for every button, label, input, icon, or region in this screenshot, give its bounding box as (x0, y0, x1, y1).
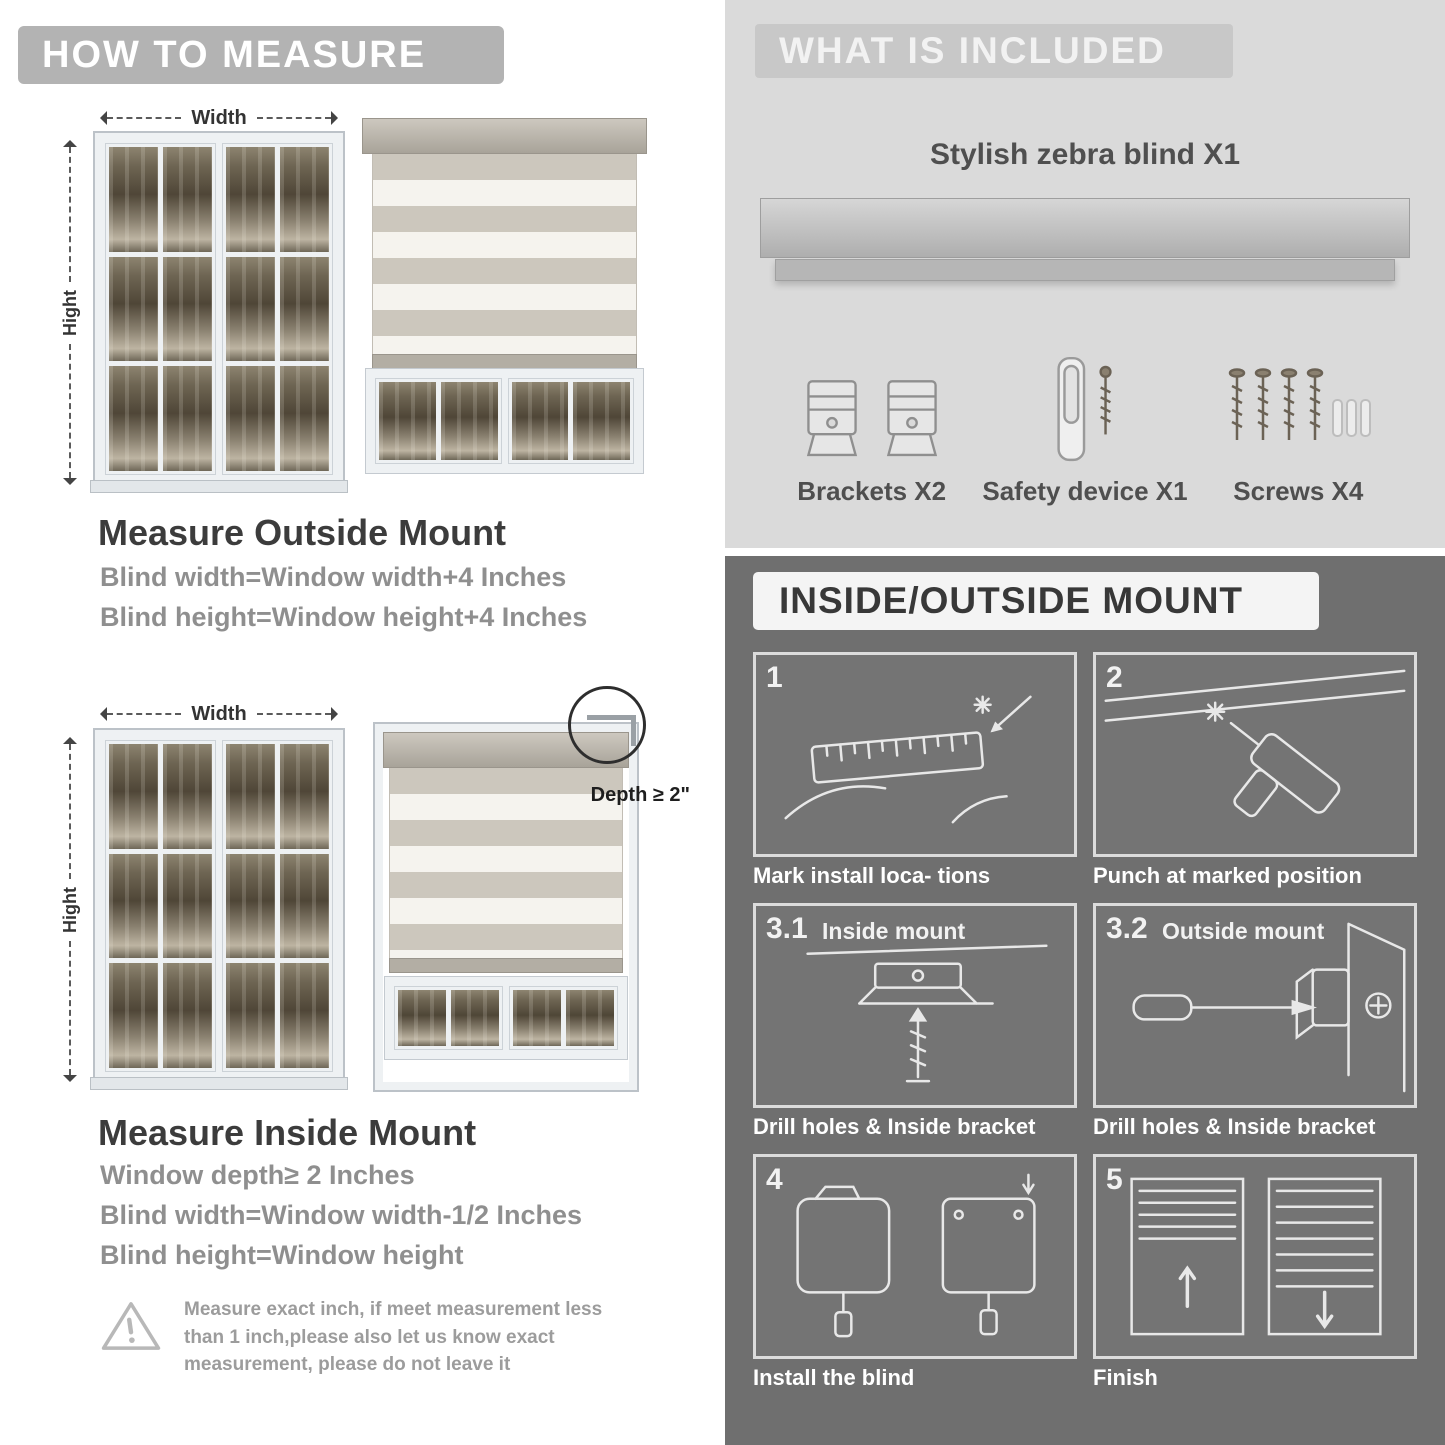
blind-bottom-rail (389, 958, 623, 973)
width-arrow: Width (100, 106, 339, 130)
step-number: 5 (1106, 1163, 1123, 1196)
depth-label: Depth ≥ 2" (590, 784, 690, 806)
mount-step-4: 4 (753, 1154, 1077, 1395)
safety-device-icon (1057, 356, 1112, 462)
arrow-down-icon (63, 478, 77, 486)
included-item-brackets: Brackets X2 (765, 316, 978, 507)
inside-spec-width: Blind width=Window width-1/2 Inches (100, 1200, 583, 1230)
inside-mount-title: Measure Inside Mount (98, 1112, 477, 1153)
outside-spec-height: Blind height=Window height+4 Inches (100, 602, 588, 632)
step-number: 3.2 (1106, 912, 1148, 945)
mount-steps-grid: 1 (753, 652, 1417, 1395)
what-is-included-section: WHAT IS INCLUDED Stylish zebra blind X1 (725, 0, 1445, 548)
blind-headrail-illustration (760, 198, 1410, 258)
arrow-left-icon (100, 707, 107, 721)
step-panel: 5 (1093, 1154, 1417, 1359)
how-to-measure-section: HOW TO MEASURE Width Hight (0, 0, 700, 1445)
arrow-right-icon (331, 111, 339, 125)
mount-header: INSIDE/OUTSIDE MOUNT (753, 572, 1319, 630)
step-panel: 2 (1093, 652, 1417, 857)
step-panel: 1 (753, 652, 1077, 857)
product-name: Stylish zebra blind X1 (929, 138, 1241, 171)
inside-spec-depth: Window depth≥ 2 Inches (100, 1160, 415, 1190)
arrow-up-icon (63, 140, 77, 147)
measure-note-text: Measure exact inch, if meet measurement … (184, 1299, 603, 1376)
step-number: 2 (1106, 661, 1123, 694)
bracket-icon (806, 380, 857, 457)
bracket-icon (886, 380, 937, 457)
window-panes (105, 740, 333, 1072)
outside-mount-title: Measure Outside Mount (98, 512, 507, 553)
step-caption: Drill holes & Inside bracket (753, 1114, 1036, 1139)
depth-callout-circle (568, 686, 646, 764)
warning-triangle-icon (101, 1302, 161, 1350)
finished-blinds-illustration (1130, 1177, 1382, 1336)
arrow-right-icon (331, 707, 339, 721)
step-caption: Mark install loca- tions (753, 863, 991, 888)
mount-step-1: 1 (753, 652, 1077, 893)
window-under-blind (384, 976, 628, 1060)
drill-illustration (1104, 669, 1406, 818)
screws-icon (1229, 368, 1372, 440)
window-sill (90, 480, 348, 493)
inside-spec-height: Blind height=Window height (100, 1240, 464, 1270)
zebra-blind-illustration-outside (362, 118, 647, 474)
blind-stripes (389, 768, 623, 958)
what-is-included-header: WHAT IS INCLUDED (755, 24, 1233, 78)
outside-spec-width: Blind width=Window width+4 Inches (100, 562, 567, 592)
width-label: Width (191, 702, 247, 725)
step-number: 3.1 (766, 912, 808, 945)
step-caption: Finish (1093, 1365, 1158, 1390)
install-blind-illustration (796, 1173, 1036, 1338)
step-caption: Drill holes & Inside bracket (1093, 1114, 1376, 1139)
screws-label: Screws X4 (1233, 476, 1364, 506)
window-panes (105, 143, 333, 475)
how-to-measure-header: HOW TO MEASURE (18, 26, 504, 84)
inside-bracket-illustration (806, 944, 1048, 1083)
mount-step-3-2: 3.2 Outside mount (1093, 903, 1417, 1144)
window-under-blind (365, 368, 644, 474)
arrow-up-icon (63, 737, 77, 744)
window-illustration-outside (90, 131, 348, 493)
step-panel: 3.1 Inside mount (753, 903, 1077, 1108)
mount-step-3-1: 3.1 Inside mount (753, 903, 1077, 1144)
step-caption: Punch at marked position (1093, 863, 1362, 888)
included-items: Brackets X2 (765, 316, 1405, 507)
mount-step-2: 2 Punch a (1093, 652, 1417, 893)
step-sublabel: Outside mount (1162, 918, 1325, 944)
step-panel: 4 (753, 1154, 1077, 1359)
height-arrow: Hight (58, 140, 82, 486)
step-number: 4 (766, 1163, 783, 1196)
zebra-blind-illustration-inside (373, 722, 639, 1092)
arrow-left-icon (100, 111, 107, 125)
blind-headrail-lip (775, 259, 1395, 281)
outside-bracket-illustration (1132, 922, 1406, 1093)
window-sill (90, 1077, 348, 1090)
step-caption: Install the blind (753, 1365, 915, 1390)
height-label: Hight (59, 886, 80, 933)
safety-device-label: Safety device X1 (982, 476, 1188, 506)
brackets-label: Brackets X2 (797, 476, 947, 506)
measure-note: Measure exact inch, if meet measurement … (100, 1296, 640, 1379)
measure-ruler-illustration (784, 695, 1032, 824)
width-arrow: Width (100, 702, 339, 726)
blind-bottom-rail (372, 354, 637, 369)
step-panel: 3.2 Outside mount (1093, 903, 1417, 1108)
mount-instructions-section: INSIDE/OUTSIDE MOUNT 1 (725, 556, 1445, 1445)
blind-cassette (362, 118, 647, 154)
arrow-down-icon (63, 1075, 77, 1083)
window-illustration-inside (90, 728, 348, 1090)
step-number: 1 (766, 661, 783, 694)
height-label: Hight (59, 289, 80, 336)
height-arrow: Hight (58, 737, 82, 1083)
width-label: Width (191, 106, 247, 129)
included-item-screws: Screws X4 (1192, 316, 1405, 507)
mount-step-5: 5 Finish (1093, 1154, 1417, 1395)
blind-stripes (372, 154, 637, 354)
step-sublabel: Inside mount (822, 918, 966, 944)
included-item-safety-device: Safety device X1 (978, 316, 1191, 507)
